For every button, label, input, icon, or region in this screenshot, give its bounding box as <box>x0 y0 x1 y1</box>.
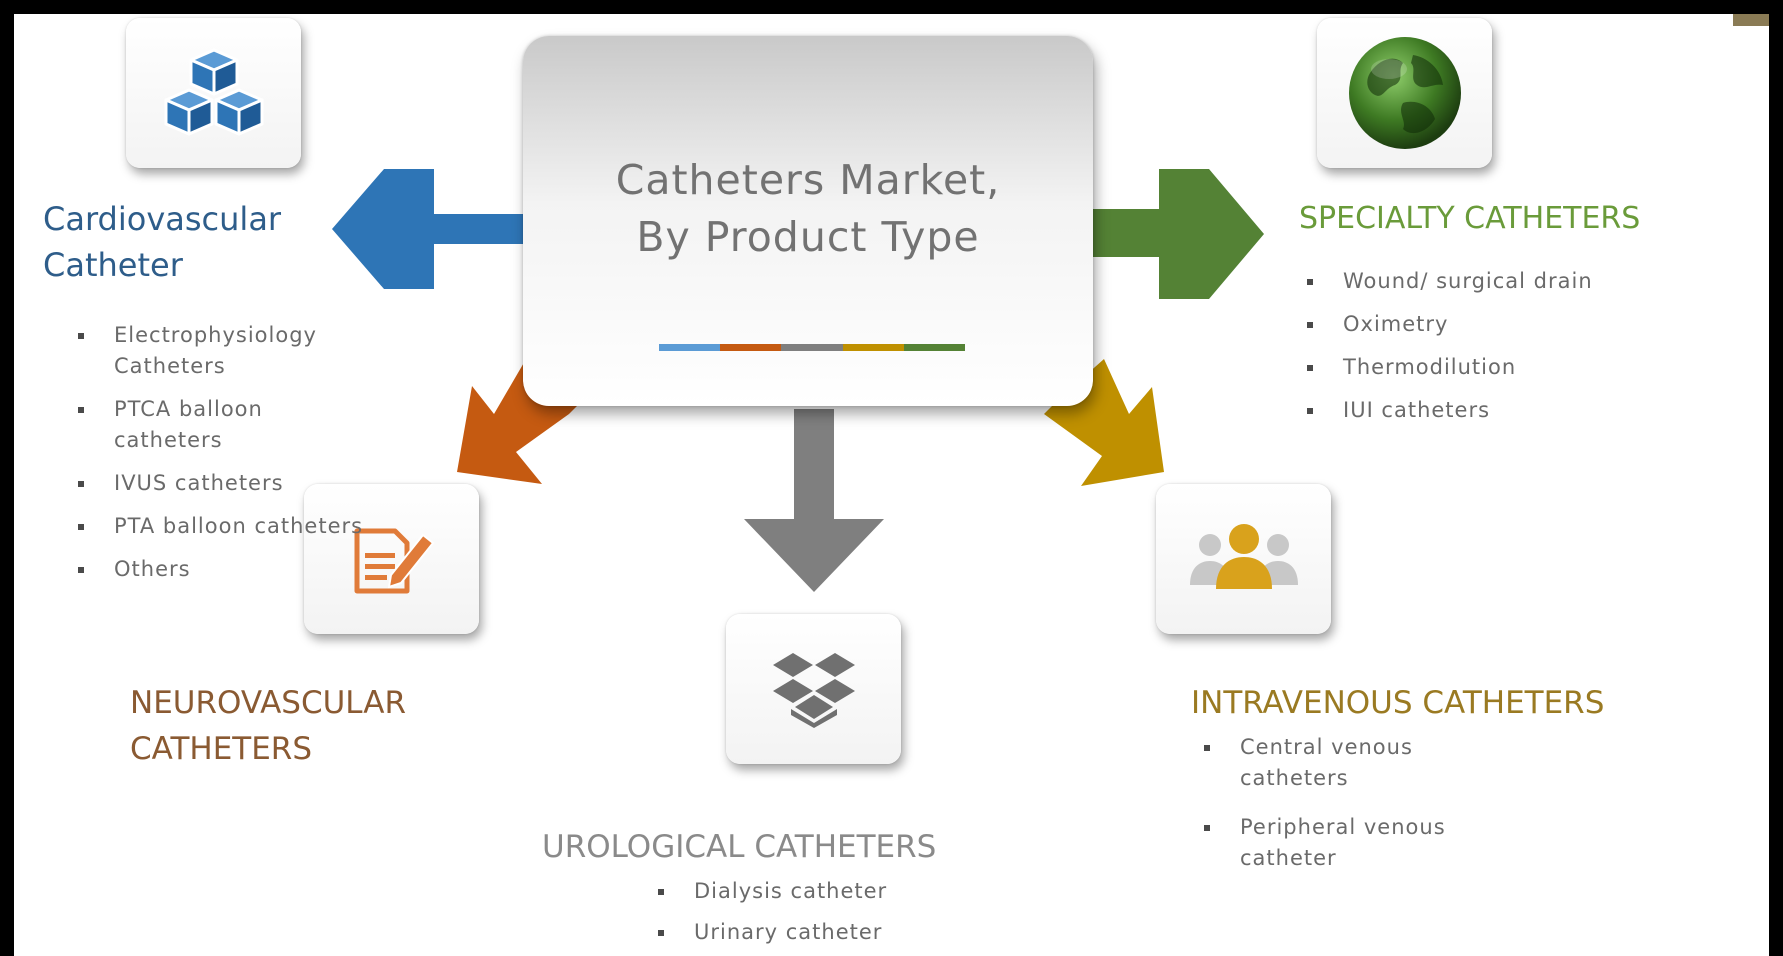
people-icon <box>1189 524 1298 589</box>
arrow-specialty <box>1084 169 1264 299</box>
cardiovascular-heading-line2: Catheter <box>43 246 183 284</box>
center-title-card: Catheters Market, By Product Type <box>523 36 1093 406</box>
intravenous-tile <box>1156 484 1331 634</box>
color-bar <box>659 344 966 351</box>
list-item: Wound/ surgical drain <box>1303 266 1603 297</box>
intravenous-heading: INTRAVENOUS CATHETERS <box>1191 685 1605 721</box>
neurovascular-heading-line1: NEUROVASCULAR <box>130 685 407 721</box>
list-item: Dialysis catheter <box>654 876 954 907</box>
color-bar-segment <box>720 344 782 351</box>
center-title-line1: Catheters Market, <box>615 156 1001 204</box>
specialty-tile <box>1317 18 1492 168</box>
specialty-heading: SPECIALTY CATHETERS <box>1299 201 1641 236</box>
urological-tile <box>726 614 901 764</box>
document-edit-icon <box>354 528 434 594</box>
color-bar-segment <box>903 344 966 351</box>
list-item: Thermodilution <box>1303 352 1603 383</box>
list-item: IUI catheters <box>1303 395 1603 426</box>
corner-mark <box>1733 14 1769 26</box>
list-item: IVUS catheters <box>74 468 364 499</box>
globe-icon <box>1348 37 1461 149</box>
list-item: PTA balloon catheters <box>74 511 364 542</box>
diagram-canvas: Catheters Market, By Product Type <box>14 14 1769 956</box>
urological-heading: UROLOGICAL CATHETERS <box>542 829 937 865</box>
list-item: Peripheral venous catheter <box>1200 812 1490 874</box>
intravenous-list: Central venous catheters Peripheral veno… <box>1200 732 1490 874</box>
list-item: Oximetry <box>1303 309 1603 340</box>
dropbox-icon <box>772 653 855 728</box>
list-item: Central venous catheters <box>1200 732 1490 794</box>
list-item: PTCA balloon catheters <box>74 394 364 456</box>
arrow-cardiovascular <box>332 169 524 289</box>
list-item: Electrophysiology Catheters <box>74 320 364 382</box>
cardiovascular-list: Electrophysiology Catheters PTCA balloon… <box>74 320 364 585</box>
specialty-list: Wound/ surgical drain Oximetry Thermodil… <box>1303 266 1603 426</box>
cardiovascular-tile <box>126 18 301 168</box>
list-item: Urinary catheter <box>654 917 954 948</box>
center-title-line2: By Product Type <box>636 213 980 261</box>
color-bar-segment <box>659 344 721 351</box>
cardiovascular-heading-line1: Cardiovascular <box>43 200 282 238</box>
neurovascular-tile <box>304 484 479 634</box>
arrow-urological <box>744 409 884 592</box>
cubes-icon <box>164 48 263 136</box>
urological-list: Dialysis catheter Urinary catheter <box>654 876 954 948</box>
list-item: Others <box>74 554 364 585</box>
color-bar-segment <box>842 344 904 351</box>
neurovascular-heading-line2: CATHETERS <box>130 731 313 767</box>
color-bar-segment <box>781 344 843 351</box>
